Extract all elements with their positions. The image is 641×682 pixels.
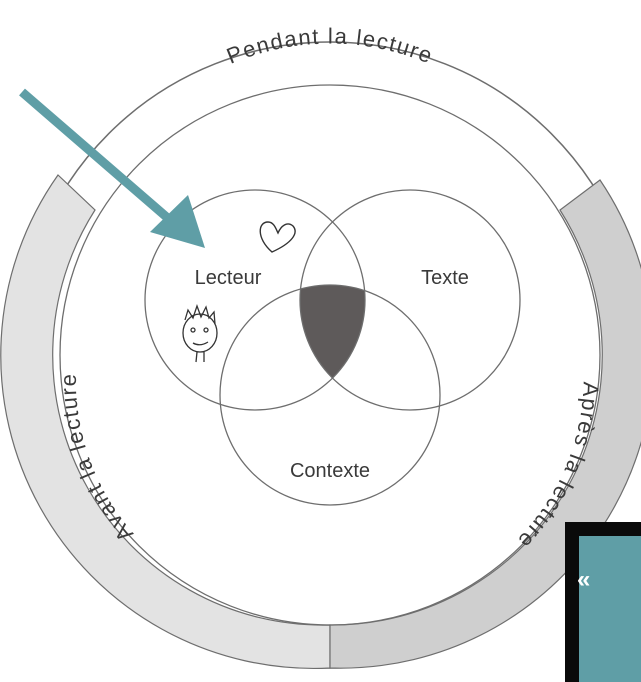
inner-ring [59, 84, 601, 626]
label-lecteur: Lecteur [195, 267, 262, 289]
reader-face-icon [182, 304, 218, 363]
band-avant [0, 174, 331, 670]
overlay-card-inner [579, 536, 641, 682]
heart-icon [259, 221, 296, 253]
circle-texte [299, 189, 521, 411]
label-pendant: Pendant la lecture [223, 23, 437, 68]
arrow-icon [19, 88, 205, 248]
circle-contexte [219, 284, 441, 506]
circle-lecteur [144, 189, 366, 411]
overlay-quote-mark: « [577, 566, 591, 593]
label-contexte: Contexte [290, 460, 370, 482]
overlay-card: « [565, 522, 641, 682]
band-apres [329, 179, 641, 669]
label-texte: Texte [421, 267, 469, 289]
